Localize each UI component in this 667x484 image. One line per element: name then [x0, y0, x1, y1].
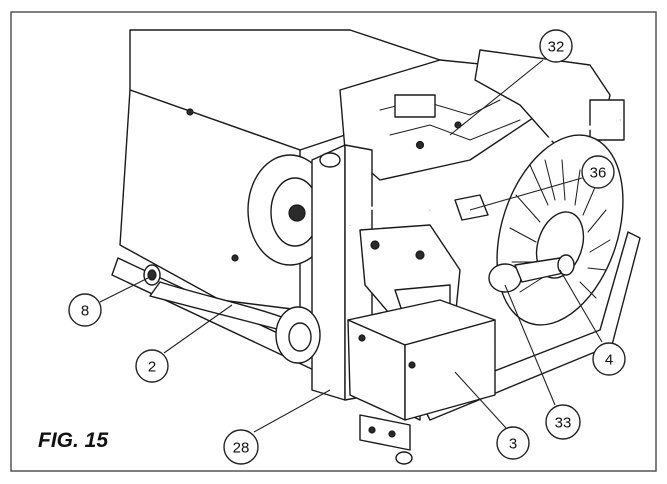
leader-33: [504, 284, 556, 406]
bent-tube-inner: [348, 205, 427, 231]
callout-36: 36: [581, 155, 615, 189]
fitting-bolt: [388, 430, 396, 438]
clamp-knob: [557, 254, 575, 276]
callout-8: 8: [68, 293, 102, 327]
mechanism-screw: [415, 140, 425, 150]
bracket-pin: [319, 152, 341, 168]
leader-8: [99, 276, 151, 303]
callout-28-label: 28: [233, 440, 250, 457]
valve-screw: [370, 240, 380, 250]
mechanism-detail: [389, 119, 521, 141]
callout-4: 4: [592, 342, 626, 376]
leader-4: [559, 269, 603, 343]
hose-inner: [428, 118, 621, 212]
leader-36: [469, 177, 583, 211]
callout-4-label: 4: [605, 352, 613, 369]
box-screw: [358, 334, 366, 342]
fitting-bolt: [368, 426, 376, 434]
leader-32: [449, 59, 544, 136]
valve-screw: [415, 250, 425, 260]
figure-label: FIG. 15: [38, 429, 108, 452]
housing-bolt: [186, 108, 194, 116]
callout-32-label: 32: [548, 39, 565, 56]
callout-3: 3: [496, 426, 530, 460]
callout-2: 2: [135, 349, 169, 383]
pulley-nut: [288, 204, 306, 222]
callout-33: 33: [545, 404, 581, 440]
box-3-side: [404, 319, 496, 421]
bottom-fitting: [359, 414, 411, 451]
callout-3-label: 3: [509, 436, 517, 453]
callout-2-label: 2: [148, 359, 156, 376]
machine-illustration: [111, 29, 641, 465]
callout-36-label: 36: [590, 165, 607, 182]
callout-32: 32: [539, 29, 573, 63]
box-screw: [408, 361, 416, 369]
housing-side: [119, 89, 301, 311]
callout-33-label: 33: [555, 415, 572, 432]
fitting-36: [454, 194, 489, 221]
flywheel-fins: [509, 159, 611, 299]
bottom-nut: [395, 451, 413, 465]
mechanism-plate: [394, 94, 436, 118]
leader-2: [163, 304, 233, 354]
leader-lines: [99, 59, 603, 433]
callout-28: 28: [223, 429, 259, 465]
leader-3: [454, 371, 507, 429]
bolt-8-part: [143, 264, 161, 286]
leader-28: [253, 389, 331, 433]
housing-bolt: [231, 254, 239, 262]
callout-8-label: 8: [81, 303, 89, 320]
linkage-eye-inner: [288, 322, 312, 352]
vertical-bracket: [311, 144, 346, 401]
